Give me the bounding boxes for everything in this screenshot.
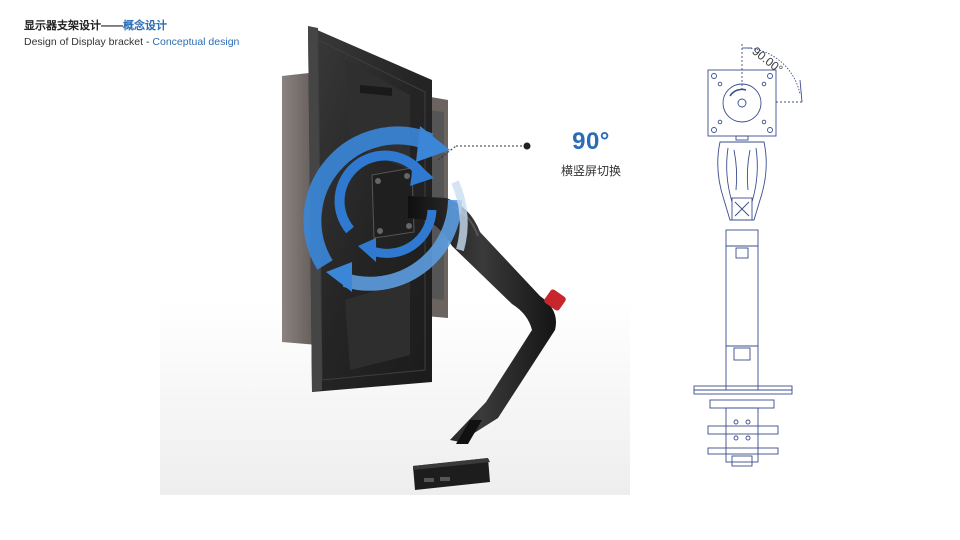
rotation-callout: 90° 横竖屏切换 xyxy=(548,128,634,179)
rotation-angle-label: 横竖屏切换 xyxy=(560,164,621,178)
callout-leader xyxy=(437,142,531,161)
page-subtitle: Design of Display bracket - Conceptual d… xyxy=(24,35,239,49)
subtitle-en: Design of Display bracket - xyxy=(24,36,153,48)
technical-drawing xyxy=(693,44,803,467)
title-cn-accent: 概念设计 xyxy=(123,20,167,32)
drawing-pole xyxy=(725,229,759,391)
arm-base xyxy=(413,458,490,490)
subtitle-en-accent: Conceptual design xyxy=(152,36,240,48)
rotation-arrows xyxy=(303,126,468,292)
title-dash: —— xyxy=(101,20,123,32)
title-cn: 显示器支架设计 xyxy=(24,20,101,32)
page-header: 显示器支架设计——概念设计 Design of Display bracket … xyxy=(24,19,239,49)
page-title: 显示器支架设计——概念设计 xyxy=(24,19,239,33)
monitor-arm xyxy=(408,196,566,444)
drawing-vesa-plate xyxy=(707,69,777,137)
rotation-angle-value: 90° xyxy=(572,128,610,155)
